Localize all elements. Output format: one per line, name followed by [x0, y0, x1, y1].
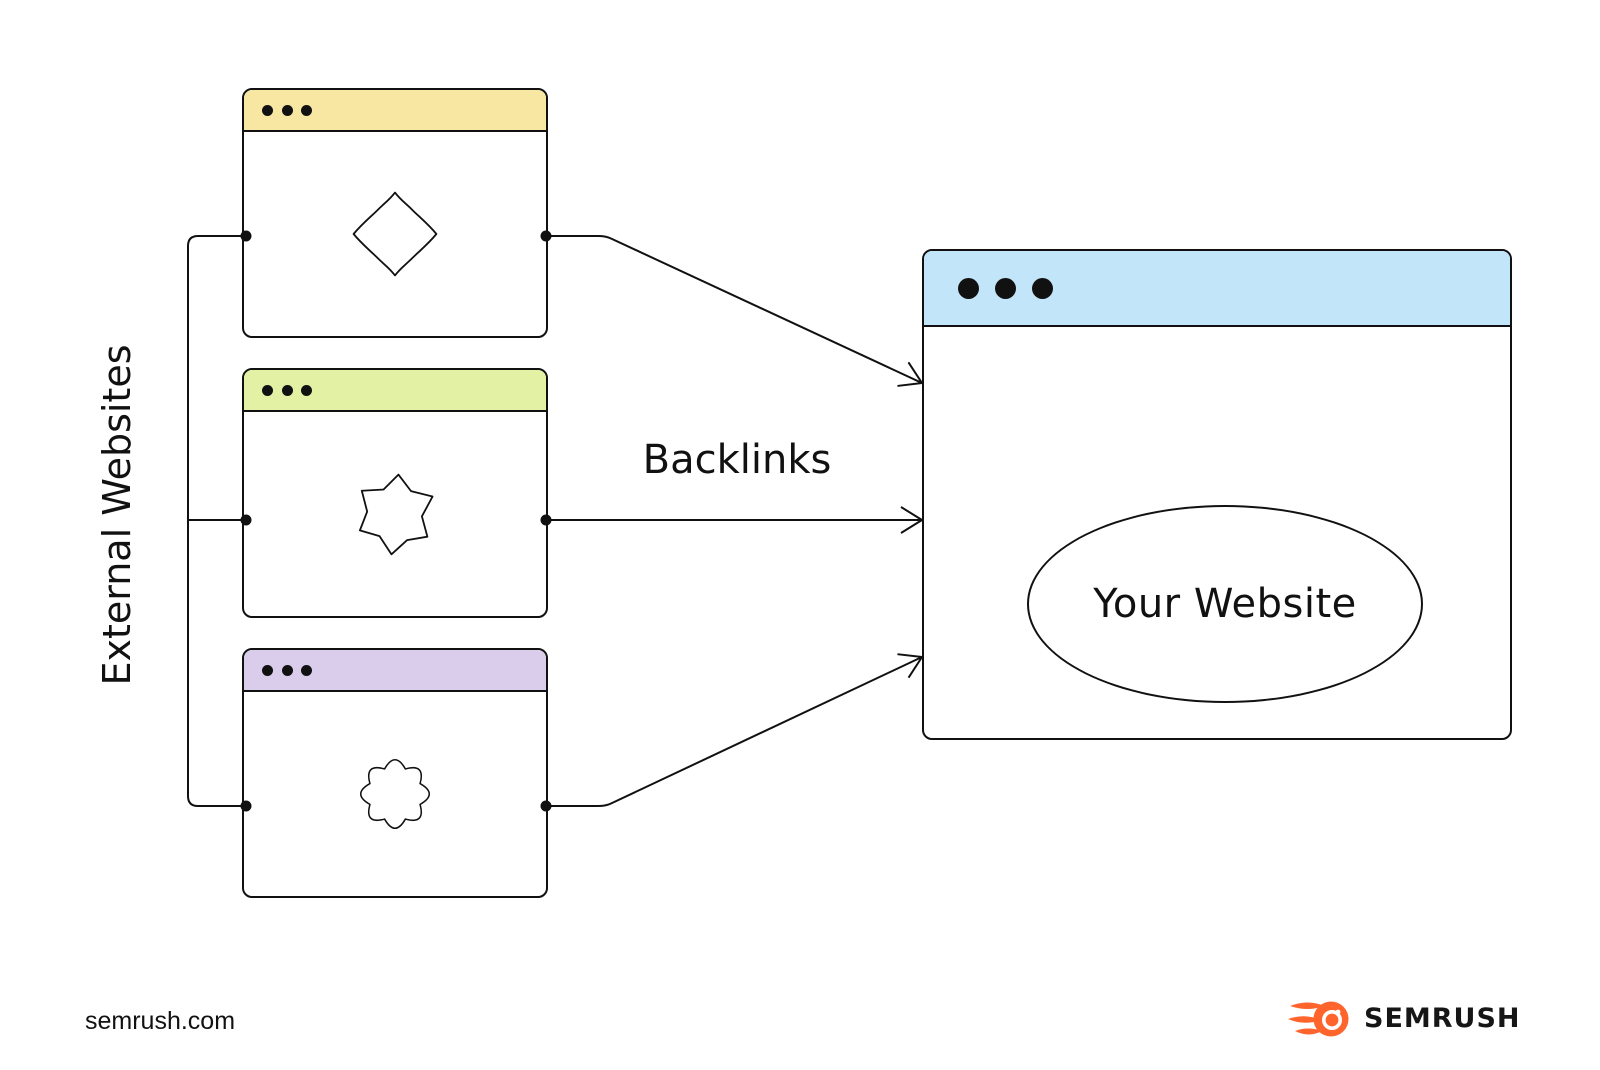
- scalloped-seal-icon: [359, 758, 431, 830]
- window-dot: [281, 384, 293, 396]
- backlinks-label: Backlinks: [642, 437, 832, 483]
- window-dot: [281, 104, 293, 116]
- your-website-ellipse: Your Website: [1027, 505, 1423, 703]
- your-website-window: Your Website: [922, 249, 1512, 740]
- external-website-window-1: [242, 88, 548, 338]
- backlink-arrow-top: [548, 235, 923, 387]
- window-dot: [281, 664, 293, 676]
- window-titlebar: [244, 370, 546, 412]
- window-body: Your Website: [924, 327, 1510, 738]
- semrush-brand-text: SEMRUSH: [1364, 1002, 1521, 1034]
- external-website-window-2: [242, 368, 548, 618]
- wavy-star-icon: [359, 473, 434, 556]
- backlink-arrow-bottom: [548, 653, 923, 807]
- window-titlebar: [244, 90, 546, 132]
- window-dot: [301, 104, 312, 116]
- semrush-url-text: semrush.com: [85, 1007, 236, 1035]
- window-dot: [995, 277, 1016, 299]
- window-dot: [301, 384, 312, 396]
- window-titlebar: [244, 650, 546, 692]
- window-dot: [262, 384, 273, 396]
- left-bracket-line: [187, 235, 246, 807]
- window-dot: [262, 104, 273, 116]
- semrush-logo: SEMRUSH: [1288, 993, 1521, 1043]
- window-dot: [958, 277, 979, 299]
- window-body: [244, 692, 546, 896]
- your-website-label: Your Website: [1093, 581, 1357, 627]
- external-websites-label: External Websites: [95, 344, 139, 686]
- window-body: [244, 132, 546, 336]
- window-body: [244, 412, 546, 616]
- window-dot: [262, 664, 273, 676]
- window-titlebar: [924, 251, 1510, 327]
- window-dot: [1032, 277, 1053, 299]
- wavy-diamond-icon: [352, 191, 438, 277]
- external-website-window-3: [242, 648, 548, 898]
- window-dot: [301, 664, 312, 676]
- semrush-flame-icon: [1288, 1001, 1349, 1037]
